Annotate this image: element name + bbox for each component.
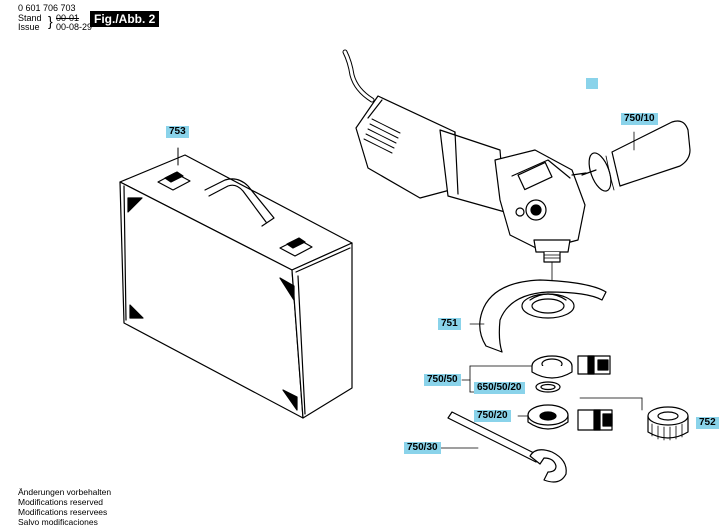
- label-752-clamp-nut: 752: [696, 417, 719, 429]
- quick-clamp-nut: [579, 397, 689, 441]
- label-650-50-20-o-ring: 650/50/20: [474, 382, 525, 394]
- label-750-50-flange: 750/50: [424, 374, 461, 386]
- color-swatch: [586, 78, 598, 89]
- label-753-case: 753: [166, 126, 189, 138]
- footer-line: Salvo modificaciones: [18, 517, 98, 527]
- brace: }: [48, 13, 53, 29]
- angle-grinder: [342, 49, 586, 291]
- spanner-wrench: [437, 411, 567, 483]
- footer-line: Modifications reservees: [18, 507, 108, 517]
- footer-line: Änderungen vorbehalten: [18, 487, 112, 497]
- wheel-guard: [479, 279, 607, 353]
- issue-label: Issue: [18, 22, 40, 32]
- disc-icons: [577, 355, 613, 431]
- stand-value: 00-01: [56, 13, 80, 23]
- stand-label: Stand: [18, 13, 42, 23]
- label-750-30-wrench: 750/30: [404, 442, 441, 454]
- flange: [531, 355, 573, 393]
- label-750-10-handle: 750/10: [621, 113, 658, 125]
- clamping-nut: [527, 404, 569, 430]
- footer-notes: Änderungen vorbehalten Modifications res…: [18, 487, 111, 527]
- label-750-20-nut: 750/20: [474, 410, 511, 422]
- part-number: 0 601 706 703: [18, 3, 76, 13]
- auxiliary-handle: [571, 120, 691, 192]
- label-751-guard: 751: [438, 318, 461, 330]
- carrying-case: [119, 147, 353, 419]
- issue-value: 00-08-29: [56, 22, 93, 32]
- footer-line: Modifications reserved: [18, 497, 104, 507]
- figure-title: Fig./Abb. 2: [90, 11, 160, 27]
